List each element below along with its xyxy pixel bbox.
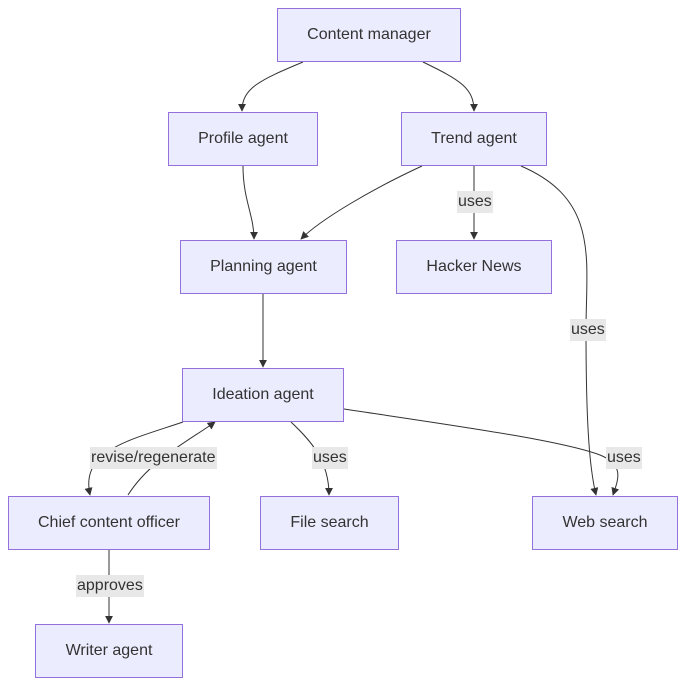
node-label: Writer agent [65,642,153,659]
edge-label-trend-web-search: uses [570,319,606,341]
edge-label-trend-hacker-news: uses [457,191,493,213]
edge-content-manager-to-profile-agent [238,61,304,112]
node-writer-agent: Writer agent [35,624,183,678]
edge-profile-agent-to-planning-agent [242,165,258,240]
node-label: Hacker News [426,258,522,275]
node-hacker-news: Hacker News [396,240,552,294]
node-chief-content-officer: Chief content officer [8,496,210,550]
node-label: Web search [562,514,648,531]
node-web-search: Web search [532,496,678,550]
edge-ideation-agent-to-web-search [343,408,620,496]
edge-trend-agent-to-planning-agent [300,165,423,240]
node-content-manager: Content manager [277,8,461,62]
node-profile-agent: Profile agent [168,112,318,166]
node-ideation-agent: Ideation agent [182,368,344,422]
edge-content-manager-to-trend-agent [422,61,478,112]
node-file-search: File search [260,496,399,550]
edge-label-revise-regenerate: revise/regenerate [90,447,217,469]
node-trend-agent: Trend agent [401,112,547,166]
node-label: Ideation agent [212,386,314,403]
node-label: Chief content officer [37,514,180,531]
edge-label-ideation-web-search: uses [606,447,642,469]
node-label: Content manager [307,26,431,43]
node-label: Profile agent [198,130,288,147]
node-planning-agent: Planning agent [180,240,347,294]
edge-label-approves: approves [76,575,144,597]
node-label: File search [290,514,369,531]
node-label: Trend agent [431,130,517,147]
edge-label-ideation-file-search: uses [312,447,348,469]
node-label: Planning agent [210,258,317,275]
